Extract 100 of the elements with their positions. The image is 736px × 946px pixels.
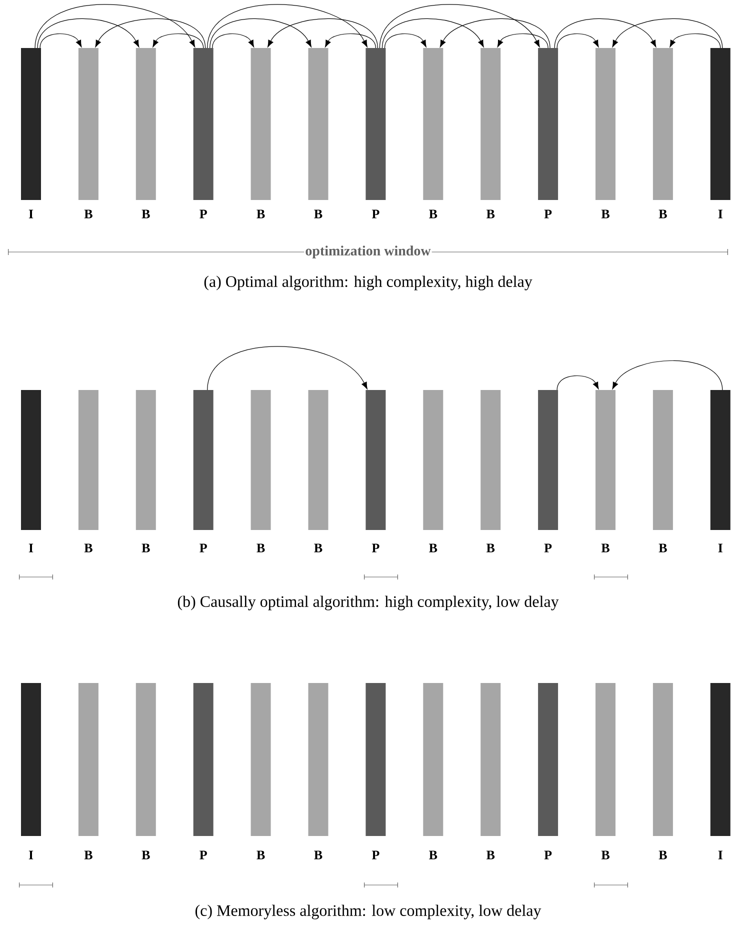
node-label: B [658,544,667,552]
node-label: B [142,210,150,218]
arrow [40,34,82,48]
caption: (a) Optimal algorithm: high complexity, high delay [204,276,532,290]
frame-bar: P [366,390,386,552]
frame-bar: P [538,48,558,218]
frame-bar: B [652,390,673,552]
frame-bar: B [423,390,444,552]
node-label: P [200,210,207,218]
node-label: B [142,544,150,552]
arrow [207,346,368,390]
dimension-label: optimization window [304,244,432,260]
frame-bar: B [480,390,501,552]
node-label: P [372,850,380,860]
frame-bar: P [193,48,214,218]
frame-bar: B [652,48,673,218]
frame-bar: B [136,683,156,860]
arrow [556,376,599,390]
frame-bar: B [78,48,98,218]
node-label: B [429,544,438,552]
node-label: P [200,544,207,552]
frame-bar: B [652,683,673,860]
node-label: B [601,850,610,860]
arrow [34,4,196,48]
frame-bar: B [596,683,616,860]
node-label: P [372,544,380,552]
arrow [268,18,378,48]
frame-bar: P [366,48,386,218]
arrow [556,34,599,48]
frame-bar: B [250,390,271,552]
frame-bar: B [480,683,501,860]
frame-bar: B [78,683,98,860]
arrow [497,34,548,48]
node-label: I [718,544,722,552]
arrow [670,34,721,48]
frame-bar: I [710,390,730,552]
node-label: B [84,210,92,218]
arrow [379,4,540,48]
node-label: I [28,544,34,552]
frame-bar: B [250,683,271,860]
arrow [325,34,376,48]
node-label: I [718,210,722,218]
node-label: B [658,850,667,860]
frame-bar: B [480,48,501,218]
frame-bar: P [193,683,214,860]
arrow [384,34,426,48]
node-label: B [84,850,92,860]
frame-bar: B [78,390,98,552]
arrow [37,18,140,48]
caption: (b) Causally optimal algorithm: high complexity, low delay [178,596,559,610]
node-label: B [256,544,265,552]
node-label: B [429,850,438,860]
arrow [207,4,368,48]
frame-bar: B [250,48,271,218]
arrow [95,18,206,48]
node-label: B [601,544,610,552]
node-label: B [601,210,610,218]
frame-bar: P [538,390,558,552]
caption: (c) Memoryless algorithm: low complexity, low delay [195,904,542,920]
node-label: P [200,850,207,860]
frame-bar: P [538,683,558,860]
arrow [210,18,312,48]
arrow [612,18,723,48]
node-label: B [142,850,150,860]
frame-bar: I [710,48,730,218]
arrow [440,18,550,48]
node-label: I [28,210,34,218]
arrow [152,34,204,48]
node-label: B [256,850,265,860]
node-label: B [314,210,322,218]
frame-bar: P [193,390,214,552]
frame-bar: B [308,48,328,218]
node-label: B [486,210,495,218]
frame-bar: B [596,48,616,218]
frame-bar: I [21,683,41,860]
frame-bar: I [21,48,41,218]
node-label: B [486,850,495,860]
node-label: B [84,544,92,552]
frame-bar: B [136,390,156,552]
frame-bar: I [21,390,41,552]
node-label: B [256,210,265,218]
arrow [212,34,254,48]
node-label: P [544,850,552,860]
node-label: P [544,210,552,218]
node-label: B [658,210,667,218]
node-label: B [314,544,322,552]
node-label: I [718,850,722,860]
frame-bar: B [308,683,328,860]
frame-bar: B [136,48,156,218]
node-label: P [372,210,380,218]
frame-bar: P [366,683,386,860]
arrow [554,18,656,48]
node-label: B [486,544,495,552]
node-label: B [314,850,322,860]
node-label: I [28,850,34,860]
arrow [382,18,484,48]
arrow [612,360,723,390]
node-label: B [429,210,438,218]
frame-bar: B [423,48,444,218]
node-label: P [544,544,552,552]
